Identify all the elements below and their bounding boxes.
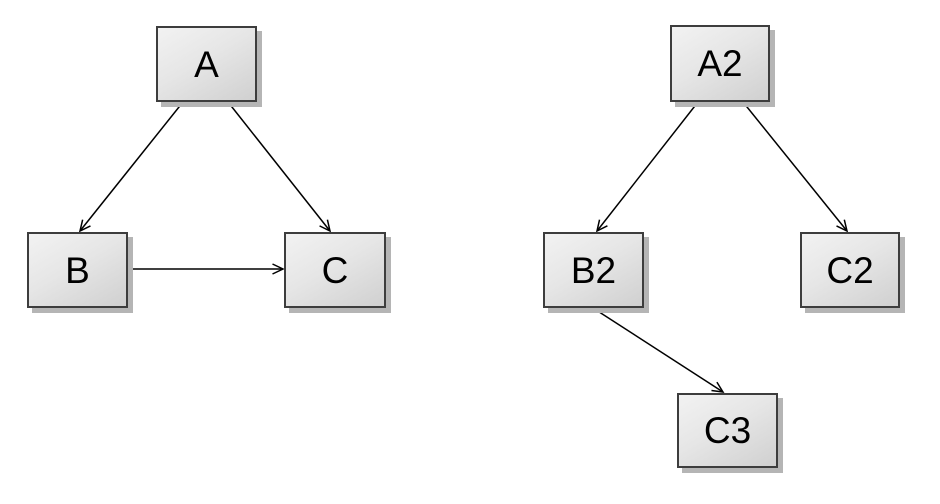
node-label: A <box>194 43 219 85</box>
node-label: C2 <box>826 249 874 291</box>
node-label: B2 <box>570 249 617 291</box>
node-C3[interactable]: C3 <box>677 393 778 468</box>
node-label: A2 <box>697 43 743 84</box>
node-B2[interactable]: B2 <box>543 232 644 308</box>
edge-B2-C3 <box>592 307 725 393</box>
edge-A2-B2 <box>595 101 699 233</box>
node-A2[interactable]: A2 <box>670 25 770 102</box>
node-B[interactable]: B <box>27 232 128 308</box>
node-label: C <box>321 249 349 291</box>
node-C[interactable]: C <box>284 232 386 308</box>
edge-A-B <box>78 101 184 233</box>
node-A[interactable]: A <box>156 26 257 102</box>
edge-A2-C2 <box>742 101 849 233</box>
node-label: C3 <box>703 410 752 451</box>
node-label: B <box>65 249 90 291</box>
edge-A-C <box>227 101 332 233</box>
node-C2[interactable]: C2 <box>800 232 900 308</box>
